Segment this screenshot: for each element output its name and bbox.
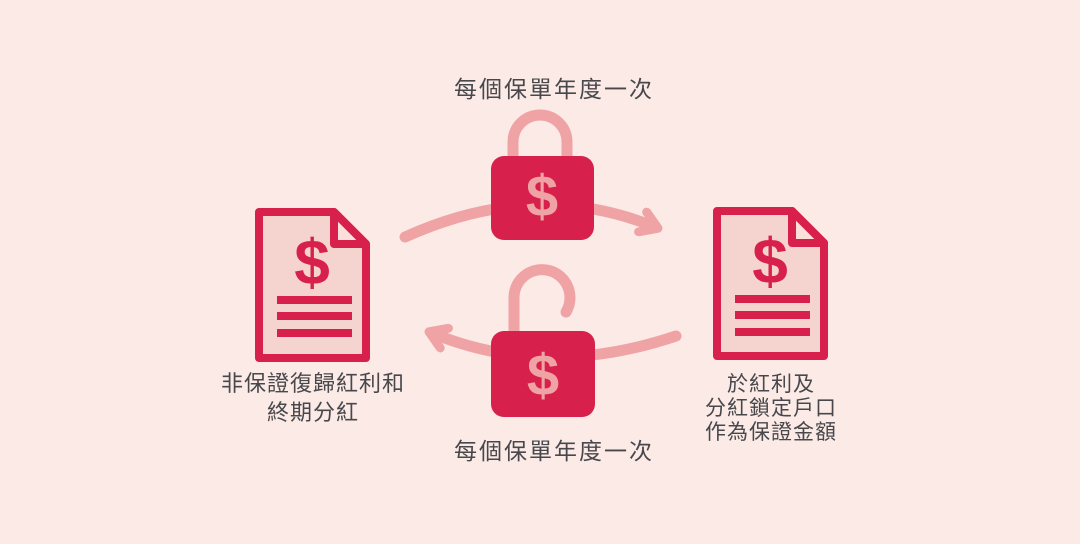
left-label-line-1: 非保證復歸紅利和 [220,371,406,396]
text-line-bar [277,329,352,337]
folded-corner [788,207,828,247]
text-line-bar [277,312,352,320]
dollar-icon: $ [752,225,788,297]
dollar-icon: $ [527,343,559,408]
lock-body [491,156,594,240]
locked-padlock-icon: $ [491,109,594,240]
left-document-label: 非保證復歸紅利和 終期分紅 [221,369,405,427]
right-label-line-1: 於紅利及 [727,373,815,396]
right-label-line-2: 分紅鎖定戶口 [705,397,837,420]
open-shackle [508,264,576,346]
dollar-icon: $ [294,226,330,298]
dollar-icon: $ [526,164,558,229]
folded-corner [330,208,370,248]
lock-body [491,331,595,417]
text-line-bar [277,296,352,304]
top-caption: 每個保單年度一次 [454,76,654,102]
document-sheet [713,207,828,360]
left-label-line-2: 終期分紅 [266,400,360,425]
dollar-document-icon: $ [255,208,370,362]
right-label-line-3: 作為保證金額 [705,421,837,444]
unlocked-padlock-icon: $ [491,264,595,417]
right-document-label: 於紅利及 分紅鎖定戶口 作為保證金額 [705,373,837,445]
bottom-caption: 每個保單年度一次 [454,438,654,464]
document-sheet [255,208,370,362]
text-line-bar [735,328,810,336]
text-line-bar [735,311,810,319]
text-line-bar [735,295,810,303]
dollar-document-icon: $ [713,207,828,360]
closed-shackle [507,109,573,168]
